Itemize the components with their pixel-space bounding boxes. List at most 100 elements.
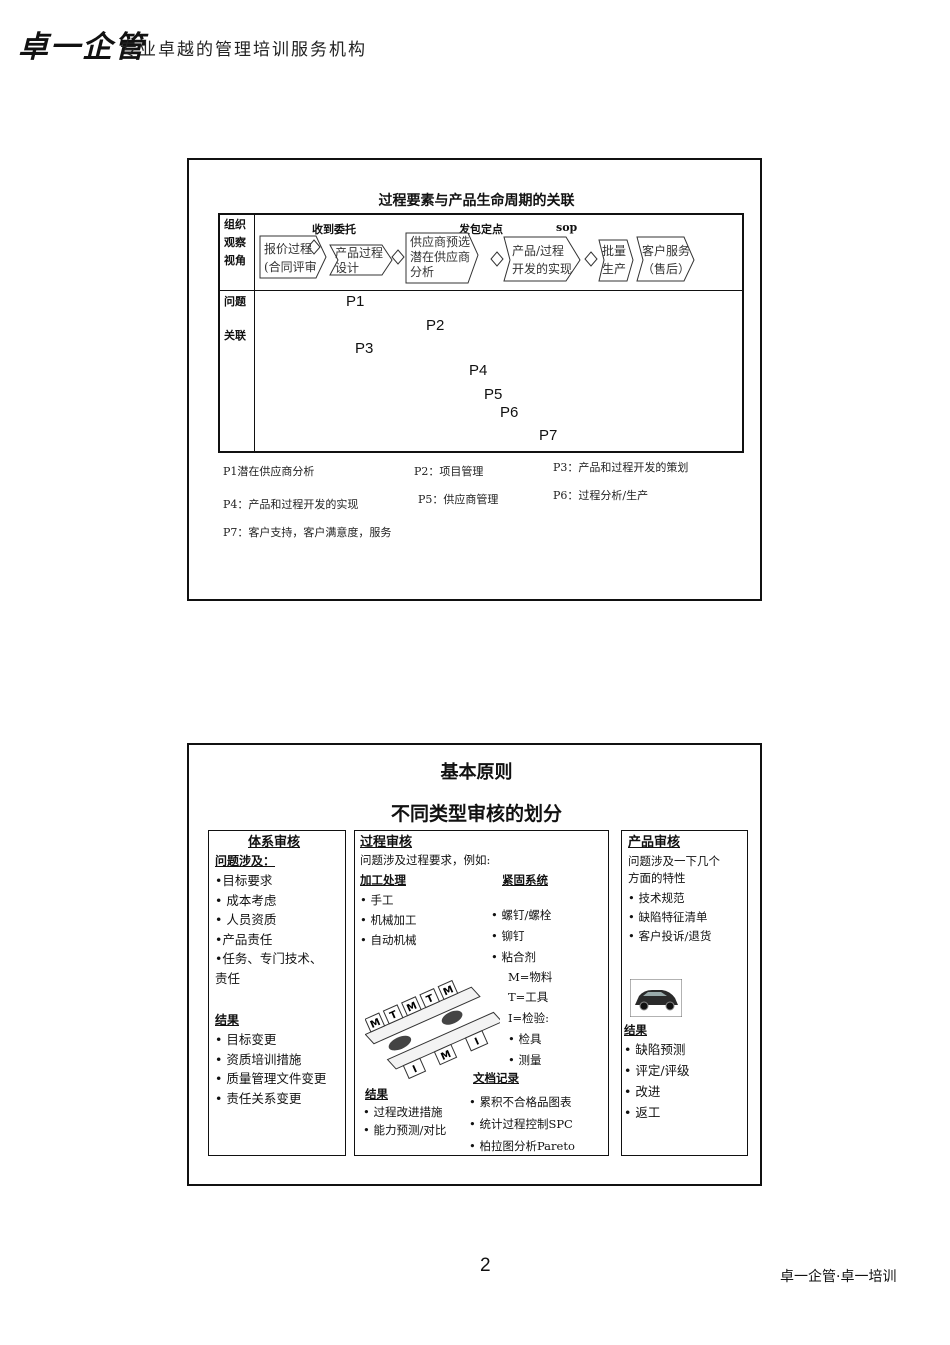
milestone-supplier-nominated: 发包定点 xyxy=(459,223,503,236)
mti-letter: I xyxy=(411,1064,419,1076)
process-audit-heading: 过程审核 xyxy=(360,835,413,850)
product-audit-result: • 返工 xyxy=(624,1105,661,1120)
footer-brand: 卓一企管·卓一培训 xyxy=(780,1269,897,1285)
docs-item: • 统计过程控制SPC xyxy=(469,1117,573,1131)
machining-item: • 自动机械 xyxy=(360,933,417,947)
point-p5: P5 xyxy=(484,386,503,403)
fastening-item: • 铆钉 xyxy=(491,929,525,943)
system-audit-item: 责任 xyxy=(215,970,241,986)
fastening-heading: 紧固系统 xyxy=(502,873,548,887)
product-audit-intro: 方面的特性 xyxy=(628,871,686,885)
slide-process-lifecycle: 过程要素与产品生命周期的关联 组织 观察 视角 问题 关联 收到委托 发包定点 … xyxy=(187,158,762,601)
process-audit-box: 过程审核 问题涉及过程要求，例如: 加工处理 • 手工 • 机械加工 • 自动机… xyxy=(354,830,609,1156)
phase-realization-chevron xyxy=(503,236,581,282)
process-audit-result-heading: 结果 xyxy=(365,1087,388,1101)
phase-label-5: 生产 xyxy=(602,262,626,276)
brand-logo: 卓一企管 xyxy=(18,30,146,65)
mti-item: • 测量 xyxy=(508,1053,542,1067)
slide1-title: 过程要素与产品生命周期的关联 xyxy=(378,193,575,209)
page-number: 2 xyxy=(480,1255,491,1276)
car-icon xyxy=(388,1010,463,1051)
machining-heading: 加工处理 xyxy=(360,873,406,887)
mti-letter: M xyxy=(369,1017,383,1031)
point-p3: P3 xyxy=(355,340,374,357)
system-audit-result-heading: 结果 xyxy=(215,1013,240,1027)
process-audit-intro: 问题涉及过程要求，例如: xyxy=(360,853,491,867)
milestone-diamond-2 xyxy=(391,249,405,265)
phase-label-3: 供应商预选 xyxy=(410,234,470,249)
point-p1: P1 xyxy=(346,293,365,310)
product-audit-result: • 评定/评级 xyxy=(624,1063,690,1078)
table-column-divider xyxy=(254,215,255,451)
system-audit-result: • 资质培训措施 xyxy=(215,1051,302,1067)
row-label-issues: 问题 xyxy=(224,295,246,308)
phase-label-6: 客户服务 xyxy=(642,243,690,258)
system-audit-result: • 责任关系变更 xyxy=(215,1090,302,1106)
milestone-sop: sop xyxy=(556,221,578,234)
system-audit-box: 体系审核 问题涉及： •目标要求 • 成本考虑 • 人员资质 •产品责任 •任务… xyxy=(208,830,346,1156)
mti-letter: I xyxy=(473,1036,481,1048)
phase-supplier-chevron xyxy=(405,232,479,284)
phase-label-4: 产品/过程 xyxy=(512,243,564,258)
slide2-title: 基本原则 xyxy=(440,762,513,783)
slide-audit-types: 基本原则 不同类型审核的划分 体系审核 问题涉及： •目标要求 • 成本考虑 •… xyxy=(187,743,762,1186)
system-audit-item: •目标要求 xyxy=(215,873,273,888)
slide2-subtitle: 不同类型审核的划分 xyxy=(390,803,562,825)
product-audit-result-heading: 结果 xyxy=(624,1023,647,1037)
mti-letter: M xyxy=(439,1049,453,1063)
milestone-diamond-4 xyxy=(584,251,598,267)
mti-letter: M xyxy=(442,984,456,998)
mti-item: • 检具 xyxy=(508,1032,542,1046)
process-audit-result: • 能力预测/对比 xyxy=(363,1123,447,1137)
mti-item: M=物料 xyxy=(508,970,553,984)
system-audit-item: • 人员资质 xyxy=(215,912,277,927)
lifecycle-table: 组织 观察 视角 问题 关联 收到委托 发包定点 sop 报价过程(合同 xyxy=(218,213,744,453)
process-audit-result: • 过程改进措施 xyxy=(363,1105,443,1119)
milestone-order-received: 收到委托 xyxy=(312,223,356,236)
product-audit-heading: 产品审核 xyxy=(628,835,681,850)
docs-heading: 文档记录 xyxy=(473,1071,519,1085)
mti-item: I=检验: xyxy=(508,1011,550,1025)
phase-label-6: （售后） xyxy=(642,261,690,276)
legend-p2: P2：项目管理 xyxy=(414,465,484,478)
point-p2: P2 xyxy=(426,317,445,334)
phase-label-2: 产品过程 xyxy=(335,245,383,260)
point-p7: P7 xyxy=(539,427,558,444)
phase-label-1: (合同评审 xyxy=(264,259,317,274)
brand-slogan: 专业卓越的管理培训服务机构 xyxy=(120,40,367,60)
docs-item: • 柏拉图分析Pareto xyxy=(469,1139,575,1153)
legend-p3: P3：产品和过程开发的策划 xyxy=(553,461,689,474)
milestone-diamond-3 xyxy=(490,251,504,267)
system-audit-item: •任务、专门技术、 xyxy=(215,951,323,966)
system-audit-item: •产品责任 xyxy=(215,931,273,947)
fastening-item: • 粘合剂 xyxy=(491,950,536,964)
phase-label-2: 设计 xyxy=(335,261,359,275)
system-audit-issues-heading: 问题涉及： xyxy=(215,854,276,868)
mti-letter: M xyxy=(405,1001,419,1015)
legend-p4: P4：产品和过程开发的实现 xyxy=(223,498,359,511)
product-audit-result: • 改进 xyxy=(624,1084,661,1099)
fastening-item: • 螺钉/螺栓 xyxy=(491,908,552,922)
machining-item: • 机械加工 xyxy=(360,913,417,927)
system-audit-result: • 质量管理文件变更 xyxy=(215,1071,327,1086)
legend-p7: P7：客户支持，客户满意度，服务 xyxy=(223,526,392,539)
docs-item: • 累积不合格品图表 xyxy=(469,1095,572,1109)
row-label-perspective: 组织 观察 视角 xyxy=(224,218,246,267)
legend-p6: P6：过程分析/生产 xyxy=(553,489,649,502)
table-row-divider xyxy=(220,290,742,291)
point-p6: P6 xyxy=(500,404,519,421)
product-audit-box: 产品审核 问题涉及一下几个 方面的特性 • 技术规范 • 缺陷特征清单 • 客户… xyxy=(621,830,748,1156)
phase-label-5: 批量 xyxy=(602,243,626,258)
phase-label-3: 潜在供应商 xyxy=(410,249,470,264)
phase-label-4: 开发的实现 xyxy=(512,261,572,276)
mti-conveyor-diagram: M T M T M I M I xyxy=(365,979,500,1080)
phase-design-chevron xyxy=(329,244,393,276)
phase-batch-chevron xyxy=(598,239,634,282)
phase-label-1: 报价过程 xyxy=(264,241,312,256)
phase-label-3: 分析 xyxy=(410,265,434,279)
milestone-diamond-1 xyxy=(307,239,321,255)
mti-letter: T xyxy=(388,1009,399,1022)
product-audit-item: • 客户投诉/退货 xyxy=(628,929,712,943)
point-p4: P4 xyxy=(469,362,488,379)
